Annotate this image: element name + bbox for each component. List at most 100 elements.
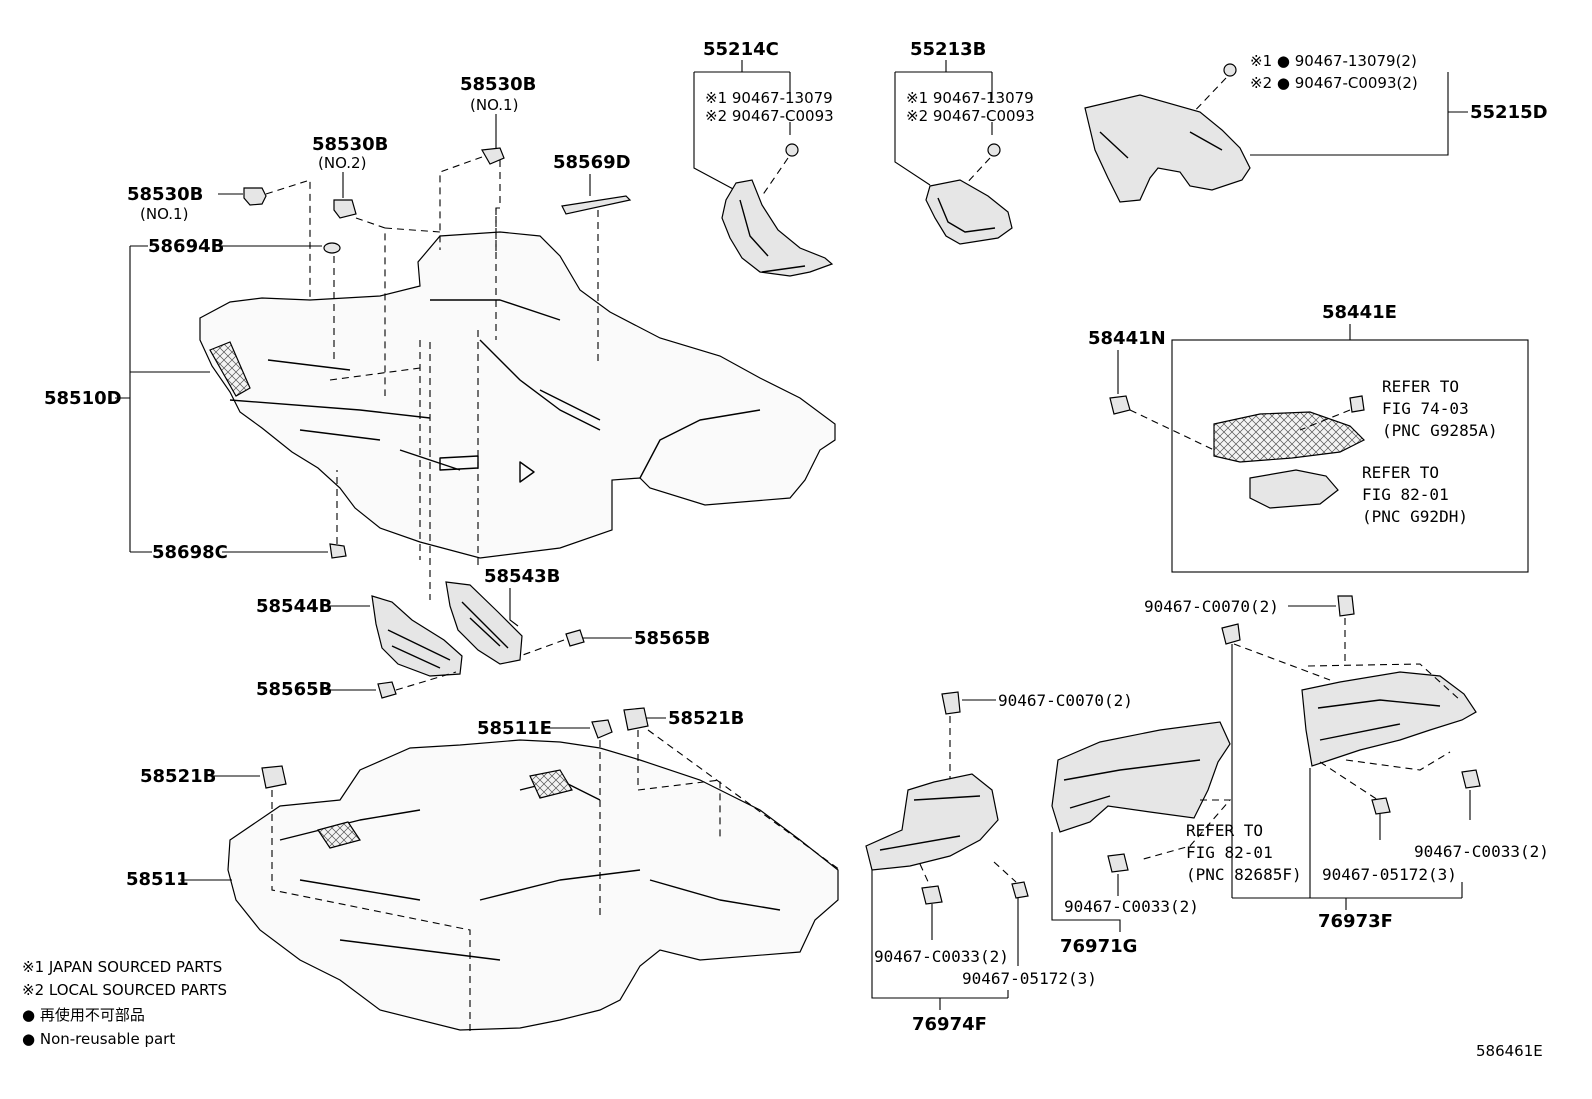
label-76974f[interactable]: 76974F [912, 1014, 987, 1035]
screw-icon [333, 199, 357, 219]
clip-icon [623, 707, 649, 731]
label-58441n[interactable]: 58441N [1088, 328, 1166, 349]
part-55215d-shape [1084, 94, 1251, 203]
fastener-05172-right: 90467-05172(3) [1322, 865, 1457, 884]
fastener-c0033-mid: 90467-C0033(2) [1064, 897, 1199, 916]
label-58565b-left[interactable]: 58565B [256, 679, 332, 700]
note-55215d-1: ※1 ● 90467-13079(2) [1250, 52, 1417, 70]
fastener-c0070-right: 90467-C0070(2) [1144, 597, 1279, 616]
figure-id: 586461E [1476, 1042, 1543, 1060]
clip-icon [565, 629, 585, 647]
note-55214c-2: ※2 90467-C0093 [705, 107, 834, 125]
fastener-05172-left: 90467-05172(3) [962, 969, 1097, 988]
label-58521b-left[interactable]: 58521B [140, 766, 216, 787]
part-55213b-shape [925, 179, 1013, 245]
refer-2-line2: FIG 82-01 [1362, 485, 1449, 504]
label-76973f[interactable]: 76973F [1318, 911, 1393, 932]
clip-icon [987, 143, 1001, 157]
box-58441e [1171, 339, 1529, 573]
part-76971g-group: 90467-C0033(2) 76971G [1051, 721, 1232, 957]
legend-line2: ※2 LOCAL SOURCED PARTS [22, 981, 227, 999]
clip-icon [1109, 395, 1131, 415]
clip-icon [329, 543, 347, 559]
refer-1-line1: REFER TO [1382, 377, 1459, 396]
screw-icon [243, 187, 267, 206]
clip-icon [261, 765, 287, 789]
clip-icon [1223, 63, 1237, 77]
part-76974f-shape [865, 773, 999, 871]
legend-line1: ※1 JAPAN SOURCED PARTS [22, 958, 222, 976]
part-58441-group: 58441N 58441E REFER TO FIG 74-03 (PNC G9… [1088, 302, 1529, 573]
part-55214c-group: 55214C ※1 90467-13079 ※2 90467-C0093 [693, 39, 834, 277]
label-58511e[interactable]: 58511E [477, 718, 552, 739]
note-55213b-2: ※2 90467-C0093 [906, 107, 1035, 125]
part-58441e-pad [1249, 469, 1339, 509]
refer-2-line3: (PNC G92DH) [1362, 507, 1468, 526]
label-58530b-no1-top[interactable]: 58530B [460, 74, 536, 95]
label-55213b[interactable]: 55213B [910, 39, 986, 60]
clip-icon [323, 242, 341, 254]
label-58530b-no2[interactable]: 58530B [312, 134, 388, 155]
label-58441e[interactable]: 58441E [1322, 302, 1397, 323]
part-76971g-shape [1051, 721, 1231, 833]
label-58530b-no2-sub: (NO.2) [318, 154, 366, 172]
label-55215d[interactable]: 55215D [1470, 102, 1548, 123]
screw-icon [481, 147, 505, 165]
label-58511[interactable]: 58511 [126, 869, 189, 890]
legend: ※1 JAPAN SOURCED PARTS ※2 LOCAL SOURCED … [22, 958, 227, 1048]
label-55214c[interactable]: 55214C [703, 39, 779, 60]
label-58530b-no1-top-sub: (NO.1) [470, 96, 518, 114]
part-58510d-group: 58530B (NO.1) 58530B (NO.2) 58530B (NO.1… [44, 74, 836, 570]
clip-icon [1107, 853, 1129, 873]
fastener-c0033-right: 90467-C0033(2) [1414, 842, 1549, 861]
part-76973f-shape [1301, 671, 1477, 767]
fastener-plate-icon [1221, 623, 1241, 645]
label-58569d[interactable]: 58569D [553, 152, 631, 173]
part-55215d-group: ※1 ● 90467-13079(2) ※2 ● 90467-C0093(2) … [1084, 52, 1548, 203]
clip-icon [941, 691, 961, 715]
fastener-c0033-left: 90467-C0033(2) [874, 947, 1009, 966]
clip-icon [1337, 595, 1355, 617]
part-58569d-shape [561, 195, 632, 215]
clip-icon [921, 885, 943, 905]
label-76971g[interactable]: 76971G [1060, 936, 1137, 957]
refer-3-line3: (PNC 82685F) [1186, 865, 1302, 884]
fastener-c0070-left: 90467-C0070(2) [998, 691, 1133, 710]
clip-icon [1011, 881, 1029, 899]
label-58530b-no1-left-sub: (NO.1) [140, 205, 188, 223]
label-58521b-right[interactable]: 58521B [668, 708, 744, 729]
legend-line4: ● Non-reusable part [22, 1030, 175, 1048]
part-76974f-group: 90467-C0070(2) 90467-C0033(2) 90467-0517… [865, 691, 1133, 1035]
label-58698c[interactable]: 58698C [152, 542, 228, 563]
refer-2-line1: REFER TO [1362, 463, 1439, 482]
clip-icon [785, 143, 799, 157]
part-58511-group: 58511 58511E 58521B 58521B [126, 707, 841, 1035]
legend-line3: ● 再使用不可部品 [22, 1006, 145, 1024]
clip-icon [1461, 769, 1481, 789]
part-58441e-shape [1213, 411, 1366, 463]
part-58510d-shape [199, 231, 836, 559]
clip-icon [1371, 797, 1391, 815]
part-58544b-shape [371, 595, 463, 677]
label-58565b-right[interactable]: 58565B [634, 628, 710, 649]
clip-icon [377, 681, 397, 699]
note-55214c-1: ※1 90467-13079 [705, 89, 833, 107]
clip-icon [591, 719, 613, 739]
note-55215d-2: ※2 ● 90467-C0093(2) [1250, 74, 1418, 92]
refer-1-line3: (PNC G9285A) [1382, 421, 1498, 440]
part-58511-shape [227, 739, 839, 1031]
label-58694b[interactable]: 58694B [148, 236, 224, 257]
refer-1-line2: FIG 74-03 [1382, 399, 1469, 418]
part-58543b-58544b-group: 58543B 58544B 58565B 58565B [256, 342, 710, 700]
label-58510d[interactable]: 58510D [44, 388, 122, 409]
label-58544b[interactable]: 58544B [256, 596, 332, 617]
label-58543b[interactable]: 58543B [484, 566, 560, 587]
part-55213b-group: 55213B ※1 90467-13079 ※2 90467-C0093 [894, 39, 1035, 245]
refer-3-line2: FIG 82-01 [1186, 843, 1273, 862]
part-76973f-group: 90467-C0070(2) REFER TO FIG 82-01 (PNC 8… [1144, 595, 1549, 932]
note-55213b-1: ※1 90467-13079 [906, 89, 1034, 107]
refer-3-line1: REFER TO [1186, 821, 1263, 840]
part-55214c-shape [721, 179, 834, 277]
label-58530b-no1-left[interactable]: 58530B [127, 184, 203, 205]
